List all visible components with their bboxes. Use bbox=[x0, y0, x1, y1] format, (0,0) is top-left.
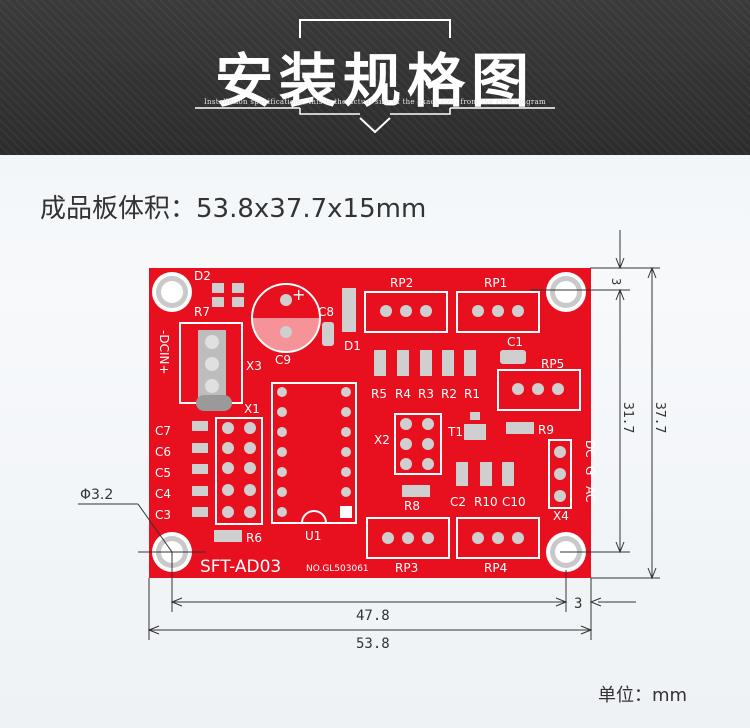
label-r1: R1 bbox=[464, 387, 480, 401]
label-d2: D2 bbox=[194, 269, 211, 283]
capacitor-column bbox=[192, 421, 208, 517]
board-volume-text: 成品板体积：53.8x37.7x15mm bbox=[40, 194, 427, 224]
dim-side-offset: 3 bbox=[574, 596, 582, 612]
mounting-hole-top-right bbox=[546, 272, 586, 312]
dimension-lines bbox=[78, 230, 660, 640]
unit-label: 单位：mm bbox=[598, 685, 688, 706]
label-r10: R10 bbox=[474, 495, 498, 509]
label-r6: R6 bbox=[246, 531, 262, 545]
capacitor-c1 bbox=[500, 350, 526, 364]
label-rp5: RP5 bbox=[541, 357, 564, 371]
dim-width-outer: 53.8 bbox=[356, 636, 390, 652]
label-r3: R3 bbox=[418, 387, 434, 401]
resistor-r8 bbox=[402, 485, 430, 497]
label-d1: D1 bbox=[344, 339, 361, 353]
diode-d2 bbox=[212, 283, 244, 307]
dim-height-outer: 37.7 bbox=[652, 402, 667, 433]
part-number-label: NO.GL503061 bbox=[306, 564, 369, 574]
label-t1: T1 bbox=[447, 425, 463, 439]
label-x4: X4 bbox=[553, 509, 569, 523]
label-c1: C1 bbox=[507, 335, 523, 349]
capacitor-c8 bbox=[322, 322, 334, 346]
label-rp2: RP2 bbox=[390, 276, 413, 290]
potentiometer-rp5 bbox=[497, 369, 581, 411]
label-c10: C10 bbox=[502, 495, 526, 509]
label-r8: R8 bbox=[404, 499, 420, 513]
label-c7: C7 bbox=[155, 424, 171, 438]
dim-height-inner: 31.7 bbox=[620, 402, 635, 433]
dim-top-offset: 3 bbox=[609, 278, 623, 285]
header-x2 bbox=[394, 413, 442, 475]
banner-decoration bbox=[195, 19, 555, 134]
label-c2: C2 bbox=[450, 495, 466, 509]
label-c8: C8 bbox=[318, 305, 334, 319]
header-x1 bbox=[215, 417, 263, 525]
dim-width-inner: 47.8 bbox=[356, 608, 390, 624]
ic-u1 bbox=[271, 382, 357, 524]
title-banner: 安装规格图 Installation specifications, this … bbox=[0, 0, 750, 155]
label-c3: C3 bbox=[155, 508, 171, 522]
capacitor-c9: + bbox=[251, 283, 321, 353]
mounting-hole-top-left bbox=[152, 272, 192, 312]
label-c5: C5 bbox=[155, 466, 171, 480]
resistor-r9 bbox=[506, 422, 534, 434]
label-rp1: RP1 bbox=[484, 276, 507, 290]
potentiometer-rp1 bbox=[456, 291, 540, 333]
label-dcin: -DCIN+ bbox=[157, 330, 171, 375]
label-rp3: RP3 bbox=[395, 561, 418, 575]
component-group-c2-r10-c10 bbox=[456, 462, 514, 486]
label-c6: C6 bbox=[155, 445, 171, 459]
label-r7: R7 bbox=[194, 305, 210, 319]
page-subtitle: Installation specifications, this is the… bbox=[203, 98, 546, 106]
label-x3: X3 bbox=[246, 359, 262, 373]
dim-hole-diameter: Φ3.2 bbox=[80, 487, 113, 503]
label-r4: R4 bbox=[395, 387, 411, 401]
label-c9: C9 bbox=[275, 353, 291, 367]
transistor-t1 bbox=[464, 412, 486, 440]
label-r5: R5 bbox=[371, 387, 387, 401]
model-label: SFT-AD03 bbox=[200, 557, 281, 577]
page-title: 安装规格图 bbox=[214, 47, 535, 115]
connector-x3 bbox=[179, 322, 243, 411]
svg-text:+: + bbox=[292, 285, 305, 304]
potentiometer-rp3 bbox=[366, 517, 450, 559]
diode-d1 bbox=[342, 288, 356, 332]
label-x1: X1 bbox=[244, 402, 260, 416]
label-c4: C4 bbox=[155, 487, 171, 501]
label-dc: DC bbox=[583, 440, 597, 458]
label-g: G bbox=[583, 466, 597, 475]
resistor-r6 bbox=[214, 530, 242, 542]
connector-x4 bbox=[548, 439, 572, 509]
resistor-row bbox=[374, 350, 476, 376]
label-rp4: RP4 bbox=[484, 561, 507, 575]
label-x2: X2 bbox=[374, 433, 390, 447]
potentiometer-rp4 bbox=[456, 517, 540, 559]
label-r2: R2 bbox=[441, 387, 457, 401]
label-r9: R9 bbox=[538, 423, 554, 437]
potentiometer-rp2 bbox=[364, 291, 448, 333]
label-ac: AC bbox=[583, 486, 597, 502]
label-u1: U1 bbox=[305, 529, 321, 543]
